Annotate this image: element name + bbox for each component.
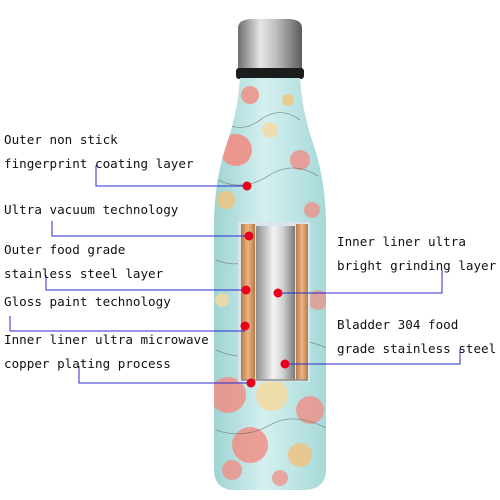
callout-inner-grinding: Inner liner ultra bright grinding layer — [337, 230, 496, 278]
callout-text-line: Outer food grade — [4, 242, 126, 257]
marker-dot-copper-plating — [246, 378, 256, 388]
marker-dot-bladder-steel — [280, 359, 290, 369]
marker-dot-outer-coating — [242, 181, 252, 191]
leader-line-bladder-steel — [285, 349, 461, 365]
callout-text-line: Bladder 304 food — [337, 317, 459, 332]
callout-outer-steel: Outer food grade stainless steel layer — [4, 238, 163, 286]
leader-lines — [9, 165, 461, 384]
callout-text-line: stainless steel layer — [4, 266, 164, 281]
leader-line-gloss-paint — [9, 316, 245, 332]
leader-line-vacuum — [51, 221, 249, 237]
leader-line-outer-steel — [45, 275, 246, 291]
callout-copper-plating: Inner liner ultra microwave copper plati… — [4, 328, 209, 376]
marker-dots — [240, 181, 290, 388]
callout-vacuum: Ultra vacuum technology — [4, 198, 178, 222]
leader-line-outer-coating — [95, 165, 247, 187]
callout-text-line: grade stainless steel — [337, 341, 497, 356]
marker-dot-vacuum — [244, 231, 254, 241]
leader-line-inner-grinding — [278, 270, 443, 294]
callout-gloss-paint: Gloss paint technology — [4, 290, 171, 314]
callout-bladder-steel: Bladder 304 food grade stainless steel — [337, 313, 496, 361]
callout-text-line: fingerprint coating layer — [4, 156, 194, 171]
callout-text-line: Outer non stick — [4, 132, 118, 147]
callout-text-line: bright grinding layer — [337, 258, 497, 273]
callout-text-line: Gloss paint technology — [4, 294, 171, 309]
cutaway-layers — [238, 222, 310, 382]
callout-text-line: Ultra vacuum technology — [4, 202, 179, 217]
callout-text-line: copper plating process — [4, 356, 171, 371]
marker-dot-inner-grinding — [273, 288, 283, 298]
leader-line-copper-plating — [78, 366, 251, 384]
marker-dot-outer-steel — [241, 285, 251, 295]
callout-text-line: Inner liner ultra microwave — [4, 332, 209, 347]
callout-outer-coating: Outer non stick fingerprint coating laye… — [4, 128, 194, 176]
floral-pattern — [214, 86, 326, 486]
marker-dot-gloss-paint — [240, 321, 250, 331]
bottle-cap — [236, 19, 304, 79]
callout-text-line: Inner liner ultra — [337, 234, 466, 249]
